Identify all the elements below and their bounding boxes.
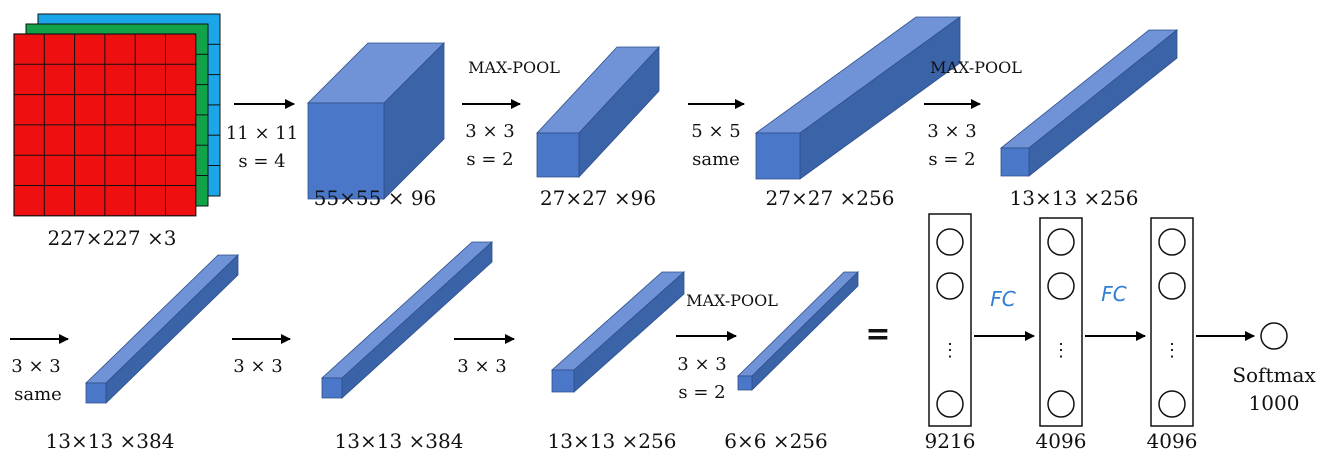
block-side-face: [573, 271, 685, 393]
op-4-line-2: s = 2: [928, 149, 975, 170]
input-red-channel: [13, 33, 197, 217]
layer-block-8: [737, 271, 859, 391]
block-front-face: [1000, 147, 1030, 177]
fc-column-1-neuron: [936, 228, 964, 256]
input-dim-label: 227×227 ×3: [48, 226, 177, 250]
fc-annotation-2: FC: [1101, 282, 1127, 306]
op-2-line-2: s = 2: [466, 149, 513, 170]
block-top-face: [85, 254, 239, 384]
softmax-node: [1260, 322, 1288, 350]
softmax-label: Softmax: [1232, 363, 1316, 387]
block-front-face: [551, 369, 575, 393]
fc-column-1: ⋮: [928, 213, 972, 427]
block-front-face: [737, 375, 753, 391]
block-side-face: [105, 254, 239, 404]
layer-block-7: [550, 271, 686, 393]
block-top-face: [550, 271, 686, 371]
fc-column-3: ⋮: [1150, 217, 1194, 427]
fc-1-size-label: 9216: [925, 429, 976, 453]
op-5-line-2: same: [14, 384, 62, 405]
block-front-face: [321, 377, 343, 399]
layer-4-dim-label: 13×13 ×256: [1010, 186, 1139, 210]
fc-column-2-neuron: [1047, 390, 1075, 418]
fc-column-3-neuron: [1158, 272, 1186, 300]
layer-block-2: [536, 45, 660, 179]
layer-6-dim-label: 13×13 ×384: [335, 429, 464, 453]
op-3-line-1: 5 × 5: [691, 121, 740, 142]
block-side-face: [1028, 29, 1178, 177]
block-front-face: [536, 132, 580, 178]
op-8-line-1: 3 × 3: [677, 354, 726, 375]
layer-1-dim-label: 55×55 × 96: [314, 186, 437, 210]
op-8-line-2: s = 2: [678, 382, 725, 403]
fc-column-3-neuron: [1158, 228, 1186, 256]
op-3-line-2: same: [692, 149, 740, 170]
fc-column-3-neuron: [1158, 390, 1186, 418]
layer-block-3: [754, 16, 962, 180]
block-front-face: [85, 382, 107, 404]
fc-column-2-neuron: [1047, 228, 1075, 256]
op-8-pool-label: MAX-POOL: [686, 291, 778, 310]
fc-column-1-neuron: [936, 272, 964, 300]
op-7-line-1: 3 × 3: [457, 356, 506, 377]
block-front-face: [307, 102, 385, 200]
layer-2-dim-label: 27×27 ×96: [540, 186, 656, 210]
fc-column-2-neuron: [1047, 272, 1075, 300]
layer-3-dim-label: 27×27 ×256: [766, 186, 895, 210]
equals-sign: =: [865, 317, 890, 352]
op-4-line-1: 3 × 3: [927, 121, 976, 142]
fc-column-1-neuron: [936, 390, 964, 418]
layer-8-dim-label: 6×6 ×256: [724, 429, 828, 453]
fc-column-2: ⋮: [1039, 217, 1083, 427]
op-6-line-1: 3 × 3: [233, 356, 282, 377]
fc-column-3-ellipsis: ⋮: [1163, 340, 1181, 361]
block-top-face: [737, 271, 859, 377]
block-front-face: [755, 132, 801, 180]
fc-3-size-label: 4096: [1147, 429, 1198, 453]
layer-block-1: [307, 42, 445, 200]
block-top-face: [999, 29, 1179, 149]
layer-block-6: [320, 241, 494, 399]
input-volume: [13, 13, 221, 217]
layer-block-5: [85, 254, 239, 404]
layer-5-dim-label: 13×13 ×384: [46, 429, 175, 453]
fc-2-size-label: 4096: [1036, 429, 1087, 453]
op-2-pool-label: MAX-POOL: [468, 58, 560, 77]
fc-annotation-1: FC: [990, 287, 1016, 311]
fc-column-1-ellipsis: ⋮: [941, 340, 959, 361]
softmax-size-label: 1000: [1249, 391, 1300, 415]
layer-block-4: [999, 29, 1179, 177]
op-1-line-2: s = 4: [238, 151, 285, 172]
op-2-line-1: 3 × 3: [465, 121, 514, 142]
block-side-face: [751, 271, 859, 391]
op-1-line-1: 11 × 11: [226, 123, 298, 144]
op-4-pool-label: MAX-POOL: [930, 58, 1022, 77]
op-5-line-1: 3 × 3: [11, 356, 60, 377]
fc-column-2-ellipsis: ⋮: [1052, 340, 1070, 361]
layer-7-dim-label: 13×13 ×256: [548, 429, 677, 453]
